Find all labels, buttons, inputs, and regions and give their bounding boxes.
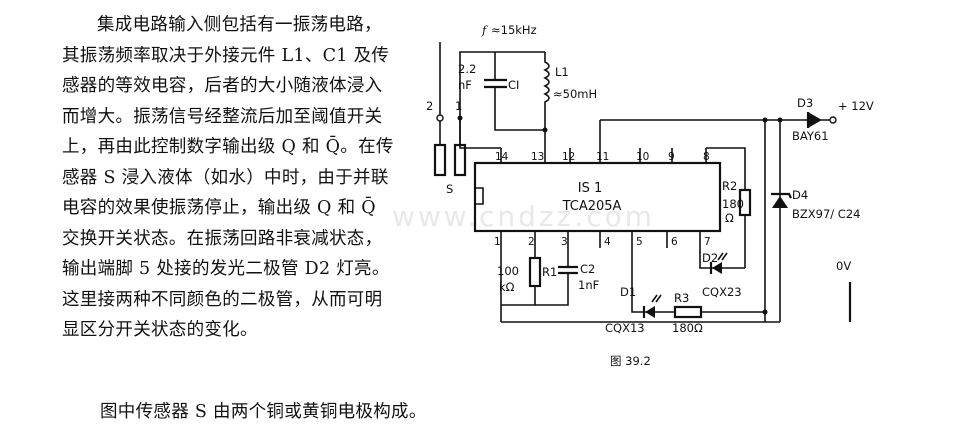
pin-label: 4 (604, 236, 611, 248)
pin-label: 7 (704, 236, 711, 248)
supply-label: + 12V (838, 99, 874, 113)
pin-label: 10 (636, 151, 649, 163)
ic-bottom-pin-labels: 1 2 3 4 5 6 7 (494, 236, 711, 248)
l1-value: ≈50mH (553, 87, 597, 101)
d3-name: D3 (797, 96, 813, 110)
r1-name: R1 (542, 265, 557, 279)
d4-diode (772, 196, 788, 208)
d4-part: BZX97/ C24 (792, 207, 860, 221)
d2-part: CQX23 (702, 285, 742, 299)
d2-name: D2 (702, 251, 718, 265)
l1-coil (543, 52, 550, 145)
r2-value: 180 (722, 197, 744, 211)
d3-diode (808, 112, 822, 128)
junction-dot (777, 117, 783, 123)
ic-body (473, 161, 722, 233)
pin-label: 6 (671, 236, 678, 248)
pin-label: 9 (668, 151, 675, 163)
d1-diode (645, 306, 655, 318)
frequency-symbol: f (481, 23, 488, 37)
pin-label: 8 (703, 151, 710, 163)
wire-pin7 (699, 248, 745, 269)
ground-label: 0V (836, 259, 851, 273)
c1-value-1: 2.2 (458, 62, 476, 76)
d1-name: D1 (620, 285, 636, 299)
wire-c2-bottom (535, 273, 569, 306)
pin-label: 1 (494, 236, 501, 248)
figure-caption: 图 39.2 (610, 354, 651, 368)
ic-bottom-pins (500, 231, 701, 248)
d3-part: BAY61 (792, 129, 829, 143)
pin-label: 14 (495, 151, 509, 163)
d4-bar (771, 192, 792, 199)
pin-label: 11 (596, 151, 609, 163)
r1-resistor (528, 256, 542, 288)
c2-value: 1nF (578, 278, 599, 292)
sensor-pin-2: 2 (426, 99, 433, 113)
ic-part: TCA205A (562, 199, 622, 214)
r1-value-2: kΩ (499, 280, 515, 294)
pin-label: 13 (531, 151, 544, 163)
d2-emission-arrows (717, 252, 728, 261)
junction-dot (762, 117, 768, 123)
description-paragraph: 集成电路输入侧包括有一振荡电路，其振荡频率取决于外接元件 L1、C1 及传感器的… (62, 15, 394, 340)
supply-terminal (829, 116, 837, 124)
wire-pin5 (631, 248, 652, 313)
r3-resistor (673, 305, 703, 319)
c1-name: CI (508, 78, 519, 92)
d1-part: CQX13 (605, 321, 645, 335)
ic-top-pin-labels: 14 13 12 11 10 9 8 (495, 151, 710, 163)
sensor-electrode-2 (433, 143, 447, 177)
r1-value-1: 100 (497, 264, 519, 278)
c2-name: C2 (580, 262, 595, 276)
sensor-electrode-1 (453, 143, 467, 177)
d1-emission-arrows (651, 294, 662, 303)
r2-name: R2 (722, 179, 737, 193)
sensor-label: S (446, 182, 453, 196)
wire-pin8 (706, 147, 746, 190)
wire-c1-bottom (494, 87, 545, 131)
watermark-text: www.cndzz.com (392, 200, 656, 233)
description-text: 集成电路输入侧包括有一振荡电路，其振荡频率取决于外接元件 L1、C1 及传感器的… (62, 10, 397, 346)
junction-dot (762, 309, 768, 315)
pin-label: 3 (561, 236, 568, 248)
sensor-pin-1: 1 (455, 99, 462, 113)
d2-diode (712, 262, 722, 274)
l1-name: L1 (555, 65, 569, 79)
ic-name: IS 1 (578, 181, 603, 196)
pin-label: 12 (562, 151, 575, 163)
d4-name: D4 (792, 188, 808, 202)
junction-dot (542, 127, 548, 133)
ic-top-pins (500, 120, 707, 163)
c1-value-2: nF (458, 78, 472, 92)
frequency-label: ≈15kHz (491, 23, 537, 37)
pin-label: 5 (636, 236, 643, 248)
description-footer: 图中传感器 S 由两个铜或黄铜电极构成。 (100, 402, 427, 422)
wire-top-rail (459, 51, 545, 118)
r3-value: 180Ω (672, 321, 703, 335)
ic-notch (475, 187, 484, 205)
pin-label: 2 (528, 236, 535, 248)
sensor-terminal-2 (436, 114, 444, 122)
r2-unit: Ω (725, 211, 734, 225)
r3-name: R3 (674, 291, 689, 305)
